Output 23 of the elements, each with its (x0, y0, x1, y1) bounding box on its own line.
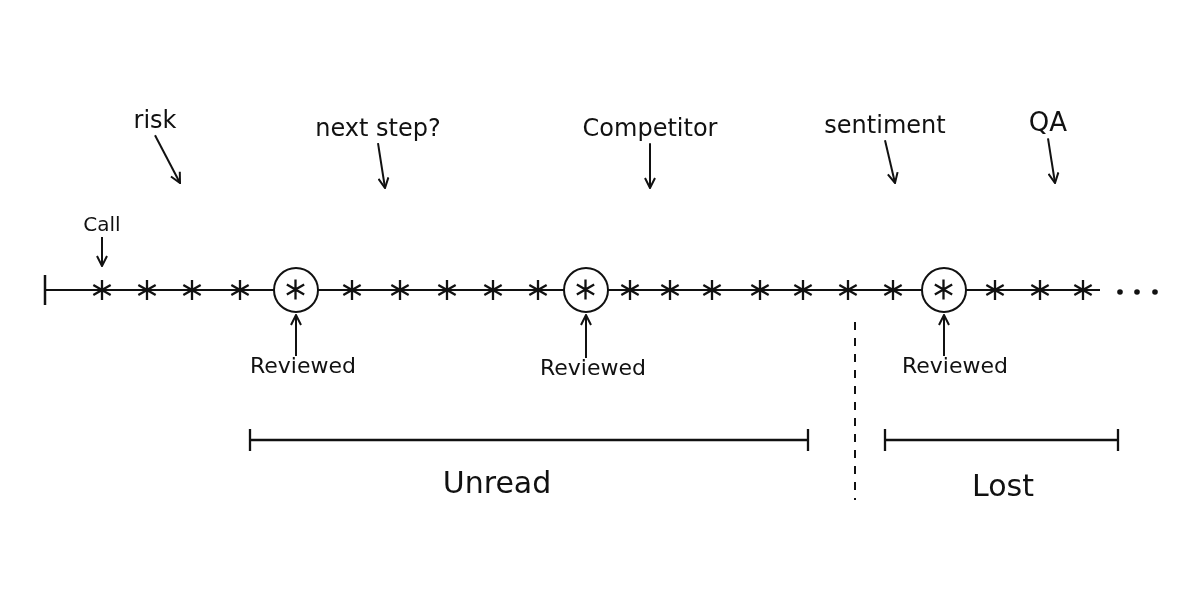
arrow (1047, 137, 1060, 184)
circled-marker (921, 267, 967, 313)
annotation-label: Reviewed (902, 353, 1008, 379)
arrow (154, 134, 181, 184)
circled-marker (563, 267, 609, 313)
arrow (938, 314, 950, 357)
arrow (377, 142, 390, 189)
annotation-label: Reviewed (540, 355, 646, 381)
arrow (96, 236, 108, 267)
span-label: Lost (972, 468, 1034, 502)
annotation-label: next step? (315, 114, 441, 142)
circled-marker (273, 267, 319, 313)
annotation-label: QA (1028, 107, 1068, 137)
annotation-label: Competitor (582, 114, 718, 142)
arrow (644, 142, 656, 189)
annotation-label: Call (83, 213, 121, 235)
arrow (290, 314, 302, 357)
span-label: Unread (442, 465, 552, 499)
annotation-label: Reviewed (250, 353, 356, 379)
annotation-label: sentiment (824, 111, 946, 139)
annotation-label: risk (133, 106, 177, 134)
arrow (580, 314, 592, 359)
arrow (884, 139, 899, 184)
